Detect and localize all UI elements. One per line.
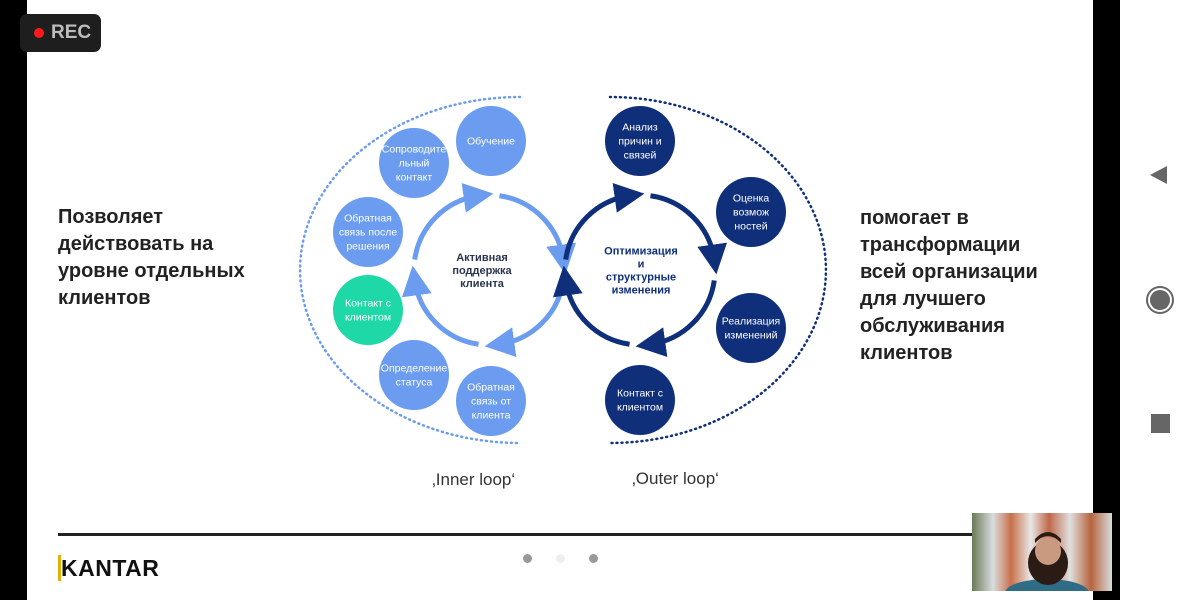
- record-dot-icon: [34, 28, 44, 38]
- node-label: Контакт с: [345, 298, 391, 310]
- outer-loop-label: ‚Outer loop‘: [632, 469, 719, 488]
- node-circle: [333, 275, 403, 345]
- node-circle: [456, 106, 526, 176]
- node-label: Анализ: [622, 122, 658, 134]
- description-line: действовать на: [58, 233, 214, 255]
- description-line: Позволяет: [58, 206, 164, 228]
- node-circle: [605, 106, 675, 176]
- left-description: Позволяет действовать на уровне отдельных к…: [58, 204, 245, 312]
- home-icon[interactable]: [1145, 285, 1175, 315]
- node-label: клиента: [472, 410, 511, 422]
- description-line: уровне отдельных: [58, 260, 245, 282]
- node-label: связь после: [339, 227, 398, 239]
- description-line: обслуживания: [860, 315, 1005, 337]
- recents-icon[interactable]: [1150, 413, 1172, 435]
- node-label: Обратная: [344, 213, 392, 225]
- inner-loop-dotted-arc: [298, 95, 522, 445]
- kantar-logo: KANTAR: [58, 555, 159, 582]
- node-label: клиентом: [617, 402, 663, 414]
- rec-label: REC: [51, 22, 92, 43]
- description-line: для лучшего: [860, 288, 986, 310]
- outer-loop-node: Оценка возмож ностей: [716, 177, 786, 247]
- node-label: Реализация: [722, 316, 780, 328]
- page-dot-1[interactable]: [523, 554, 532, 563]
- inner-loop-node: Сопроводите льный контакт: [379, 128, 449, 198]
- node-label: причин и: [618, 136, 661, 148]
- node-label: изменений: [725, 330, 778, 342]
- description-line: клиентов: [860, 342, 953, 364]
- back-icon[interactable]: [1148, 164, 1170, 186]
- outer-loop-center-text: Оптимизация: [604, 245, 678, 257]
- cycle-arrow: [499, 193, 577, 275]
- inner-loop-center-text: поддержка: [452, 265, 512, 277]
- inner-loop-node: Обратная связь от клиента: [456, 366, 526, 436]
- node-label: возмож: [733, 207, 769, 219]
- node-label: связь от: [471, 396, 511, 408]
- outer-loop-dotted-arc: [608, 95, 828, 445]
- description-line: клиентов: [58, 287, 151, 309]
- node-circle: [605, 365, 675, 435]
- inner-loop-node: Контакт с клиентом: [333, 275, 403, 345]
- outer-loop-node: Анализ причин и связей: [605, 106, 675, 176]
- cycle-arrow: [401, 265, 479, 347]
- right-letterbox: [1093, 0, 1120, 600]
- cycle-arrow: [412, 182, 494, 260]
- presenter-figure: [1005, 532, 1089, 591]
- node-label: ностей: [734, 221, 767, 233]
- cycle-arrow: [635, 280, 717, 358]
- footer-divider: [58, 533, 978, 536]
- node-label: статуса: [396, 377, 433, 389]
- right-description: помогает в трансформации всей организации д…: [860, 205, 1038, 367]
- node-circle: [456, 366, 526, 436]
- node-label: связей: [624, 150, 657, 162]
- outer-loop-ring: [552, 182, 728, 358]
- left-letterbox: [0, 0, 27, 600]
- node-circle: [379, 128, 449, 198]
- recording-indicator[interactable]: REC: [20, 14, 101, 52]
- node-label: решения: [346, 241, 389, 253]
- outer-loop-center-text: и: [638, 258, 645, 270]
- inner-loop-node: Обучение: [456, 106, 526, 176]
- node-label: контакт: [396, 172, 433, 184]
- node-label: Контакт с: [617, 388, 663, 400]
- cycle-arrow: [552, 265, 630, 347]
- node-circle: [716, 177, 786, 247]
- outer-loop-node: Реализация изменений: [716, 293, 786, 363]
- inner-loop-center-text: Активная: [456, 252, 508, 264]
- page-dot-3[interactable]: [589, 554, 598, 563]
- node-circle: [333, 197, 403, 267]
- description-line: помогает в: [860, 207, 969, 229]
- node-circle: [379, 340, 449, 410]
- inner-loop-node: Обратная связь после решения: [333, 197, 403, 267]
- inner-loop-center-text: клиента: [460, 278, 505, 290]
- node-label: Определение: [381, 363, 448, 375]
- inner-loop-node: Определение статуса: [379, 340, 449, 410]
- inner-loop-label: ‚Inner loop‘: [432, 470, 516, 489]
- presenter-video-thumbnail[interactable]: [972, 513, 1112, 591]
- node-circle: [716, 293, 786, 363]
- node-label: Обучение: [467, 136, 515, 148]
- outer-loop-node: Контакт с клиентом: [605, 365, 675, 435]
- node-label: клиентом: [345, 312, 391, 324]
- node-label: Оценка: [733, 193, 770, 205]
- cycle-arrow: [650, 193, 728, 275]
- cycle-arrow: [484, 280, 566, 358]
- node-label: Обратная: [467, 382, 515, 394]
- outer-loop-center-text: структурные: [606, 271, 676, 283]
- page-dot-2-current[interactable]: [556, 554, 565, 563]
- node-label: льный: [399, 158, 430, 170]
- cycle-arrow: [563, 182, 645, 260]
- node-label: Сопроводите: [382, 144, 447, 156]
- outer-loop-center-text: изменения: [612, 284, 671, 296]
- description-line: трансформации: [860, 234, 1021, 256]
- description-line: всей организации: [860, 261, 1038, 283]
